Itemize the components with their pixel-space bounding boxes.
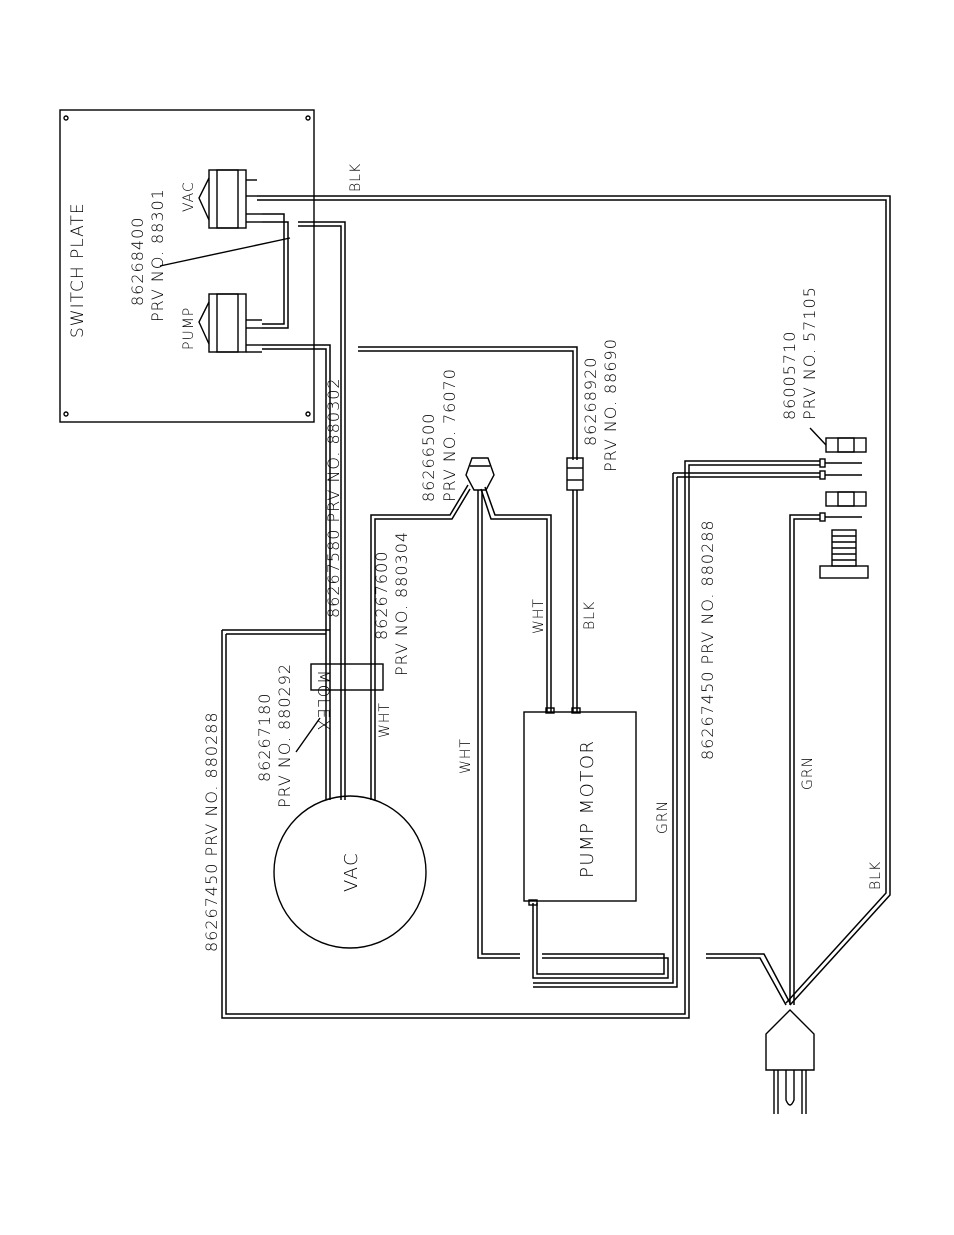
vac-switch-label: VAC — [181, 181, 197, 212]
wire-880304-prv-label: PRV NO. 880304 — [392, 531, 411, 676]
wire-880304-part-label: 86267600 — [372, 551, 391, 640]
blk-plug-label: BLK — [868, 861, 884, 890]
vac-cord-part-label: 86267180 — [255, 693, 274, 782]
terminal-part-label: 86005710 — [780, 331, 799, 420]
switch-part-label: 86268400 — [128, 217, 147, 306]
fuse-part-label: 86268920 — [581, 357, 600, 446]
switch-leader — [160, 238, 290, 266]
fuse-prv-label: PRV NO. 88690 — [601, 338, 620, 472]
switch-prv-label: PRV NO. 88301 — [148, 188, 167, 322]
grn-plug-label: GRN — [800, 756, 816, 790]
wht-pump-label: WHT — [531, 598, 547, 634]
cord-880302-label: 86267580 PRV NO. 880302 — [324, 377, 343, 618]
wire-nut — [466, 458, 494, 490]
fuse-holder — [567, 458, 583, 490]
terminal-prv-label: PRV NO. 57105 — [800, 286, 819, 420]
blk-top-label: BLK — [348, 163, 364, 192]
wht-bottom-label: WHT — [458, 738, 474, 774]
labels: SWITCH PLATE 86268400 PRV NO. 88301 VAC … — [68, 163, 884, 952]
blk-pump-label: BLK — [582, 601, 598, 630]
pump-switch-label: PUMP — [181, 307, 197, 350]
pump-motor-label: PUMP MOTOR — [577, 739, 598, 878]
vac-cord-prv-label: PRV NO. 880292 — [275, 663, 294, 808]
switch-plate — [60, 110, 314, 422]
grn-pump-label: GRN — [655, 800, 671, 834]
vac-motor-label: VAC — [341, 852, 362, 892]
terminals — [810, 428, 868, 578]
wirenut-part-label: 86266500 — [419, 413, 438, 502]
wirenut-prv-label: PRV NO. 76070 — [440, 368, 459, 502]
vac-cord-leader — [296, 718, 320, 752]
cord-880288-right-label: 86267450 PRV NO. 880288 — [698, 519, 717, 760]
switch-plate-label: SWITCH PLATE — [68, 202, 88, 338]
pump-switch — [199, 294, 262, 352]
wires — [222, 196, 890, 1018]
power-plug — [766, 1010, 814, 1114]
wht-vac-label: WHT — [377, 702, 393, 738]
cord-880288-left-label: 86267450 PRV NO. 880288 — [202, 711, 221, 952]
vac-switch — [199, 170, 262, 228]
